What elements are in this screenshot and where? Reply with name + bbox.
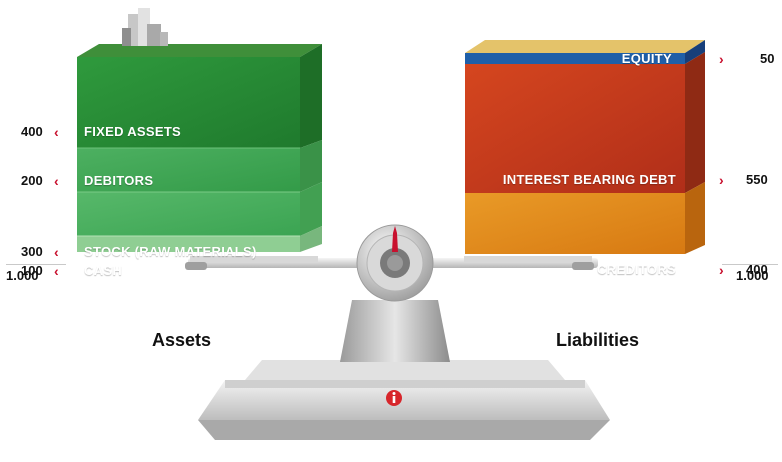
debitors-label: DEBITORS [84,173,154,188]
fixed-assets-value: 400 [21,124,43,139]
chevron-left-icon: ‹ [54,263,59,279]
fixed-assets-face [77,57,300,148]
scale-gauge [356,224,434,302]
stock-label: STOCK (RAW MATERIALS) [84,244,257,259]
debt-face [465,64,685,193]
debitors-face [77,148,300,192]
debitors-value: 200 [21,173,43,188]
chevron-left-icon: ‹ [54,124,59,140]
assets-total: 1.000 [6,268,39,283]
stock-value: 300 [21,244,43,259]
equity-label: EQUITY [621,51,672,66]
liabilities-total-divider [722,264,778,265]
chevron-left-icon: ‹ [54,244,59,260]
liabilities-title: Liabilities [556,330,640,350]
scale-base [198,360,610,440]
scale-needle [392,226,398,252]
chevron-right-icon: › [719,262,724,278]
scale-post [340,300,450,362]
creditors-face [465,193,685,254]
cash-label: CASH [84,263,123,278]
chevron-right-icon: › [719,51,724,67]
liabilities-total: 1.000 [736,268,769,283]
creditors-value: 400 [746,262,768,277]
assets-total-divider [6,264,66,265]
fixed-assets-label: FIXED ASSETS [84,124,182,139]
creditors-label: CREDITORS [596,262,676,277]
chevron-right-icon: › [719,172,724,188]
debt-label: INTEREST BEARING DEBT [502,172,676,187]
info-icon[interactable] [386,390,402,406]
assets-block [77,44,322,252]
stock-face [77,192,300,236]
chevron-left-icon: ‹ [54,173,59,189]
assets-title: Assets [152,330,212,350]
equity-value: 50 [760,51,775,66]
equity-face [465,53,685,64]
building-icon [122,8,168,46]
cash-value: 100 [21,263,43,278]
debt-value: 550 [746,172,768,187]
liabilities-block [465,40,705,254]
cash-face [77,236,300,252]
